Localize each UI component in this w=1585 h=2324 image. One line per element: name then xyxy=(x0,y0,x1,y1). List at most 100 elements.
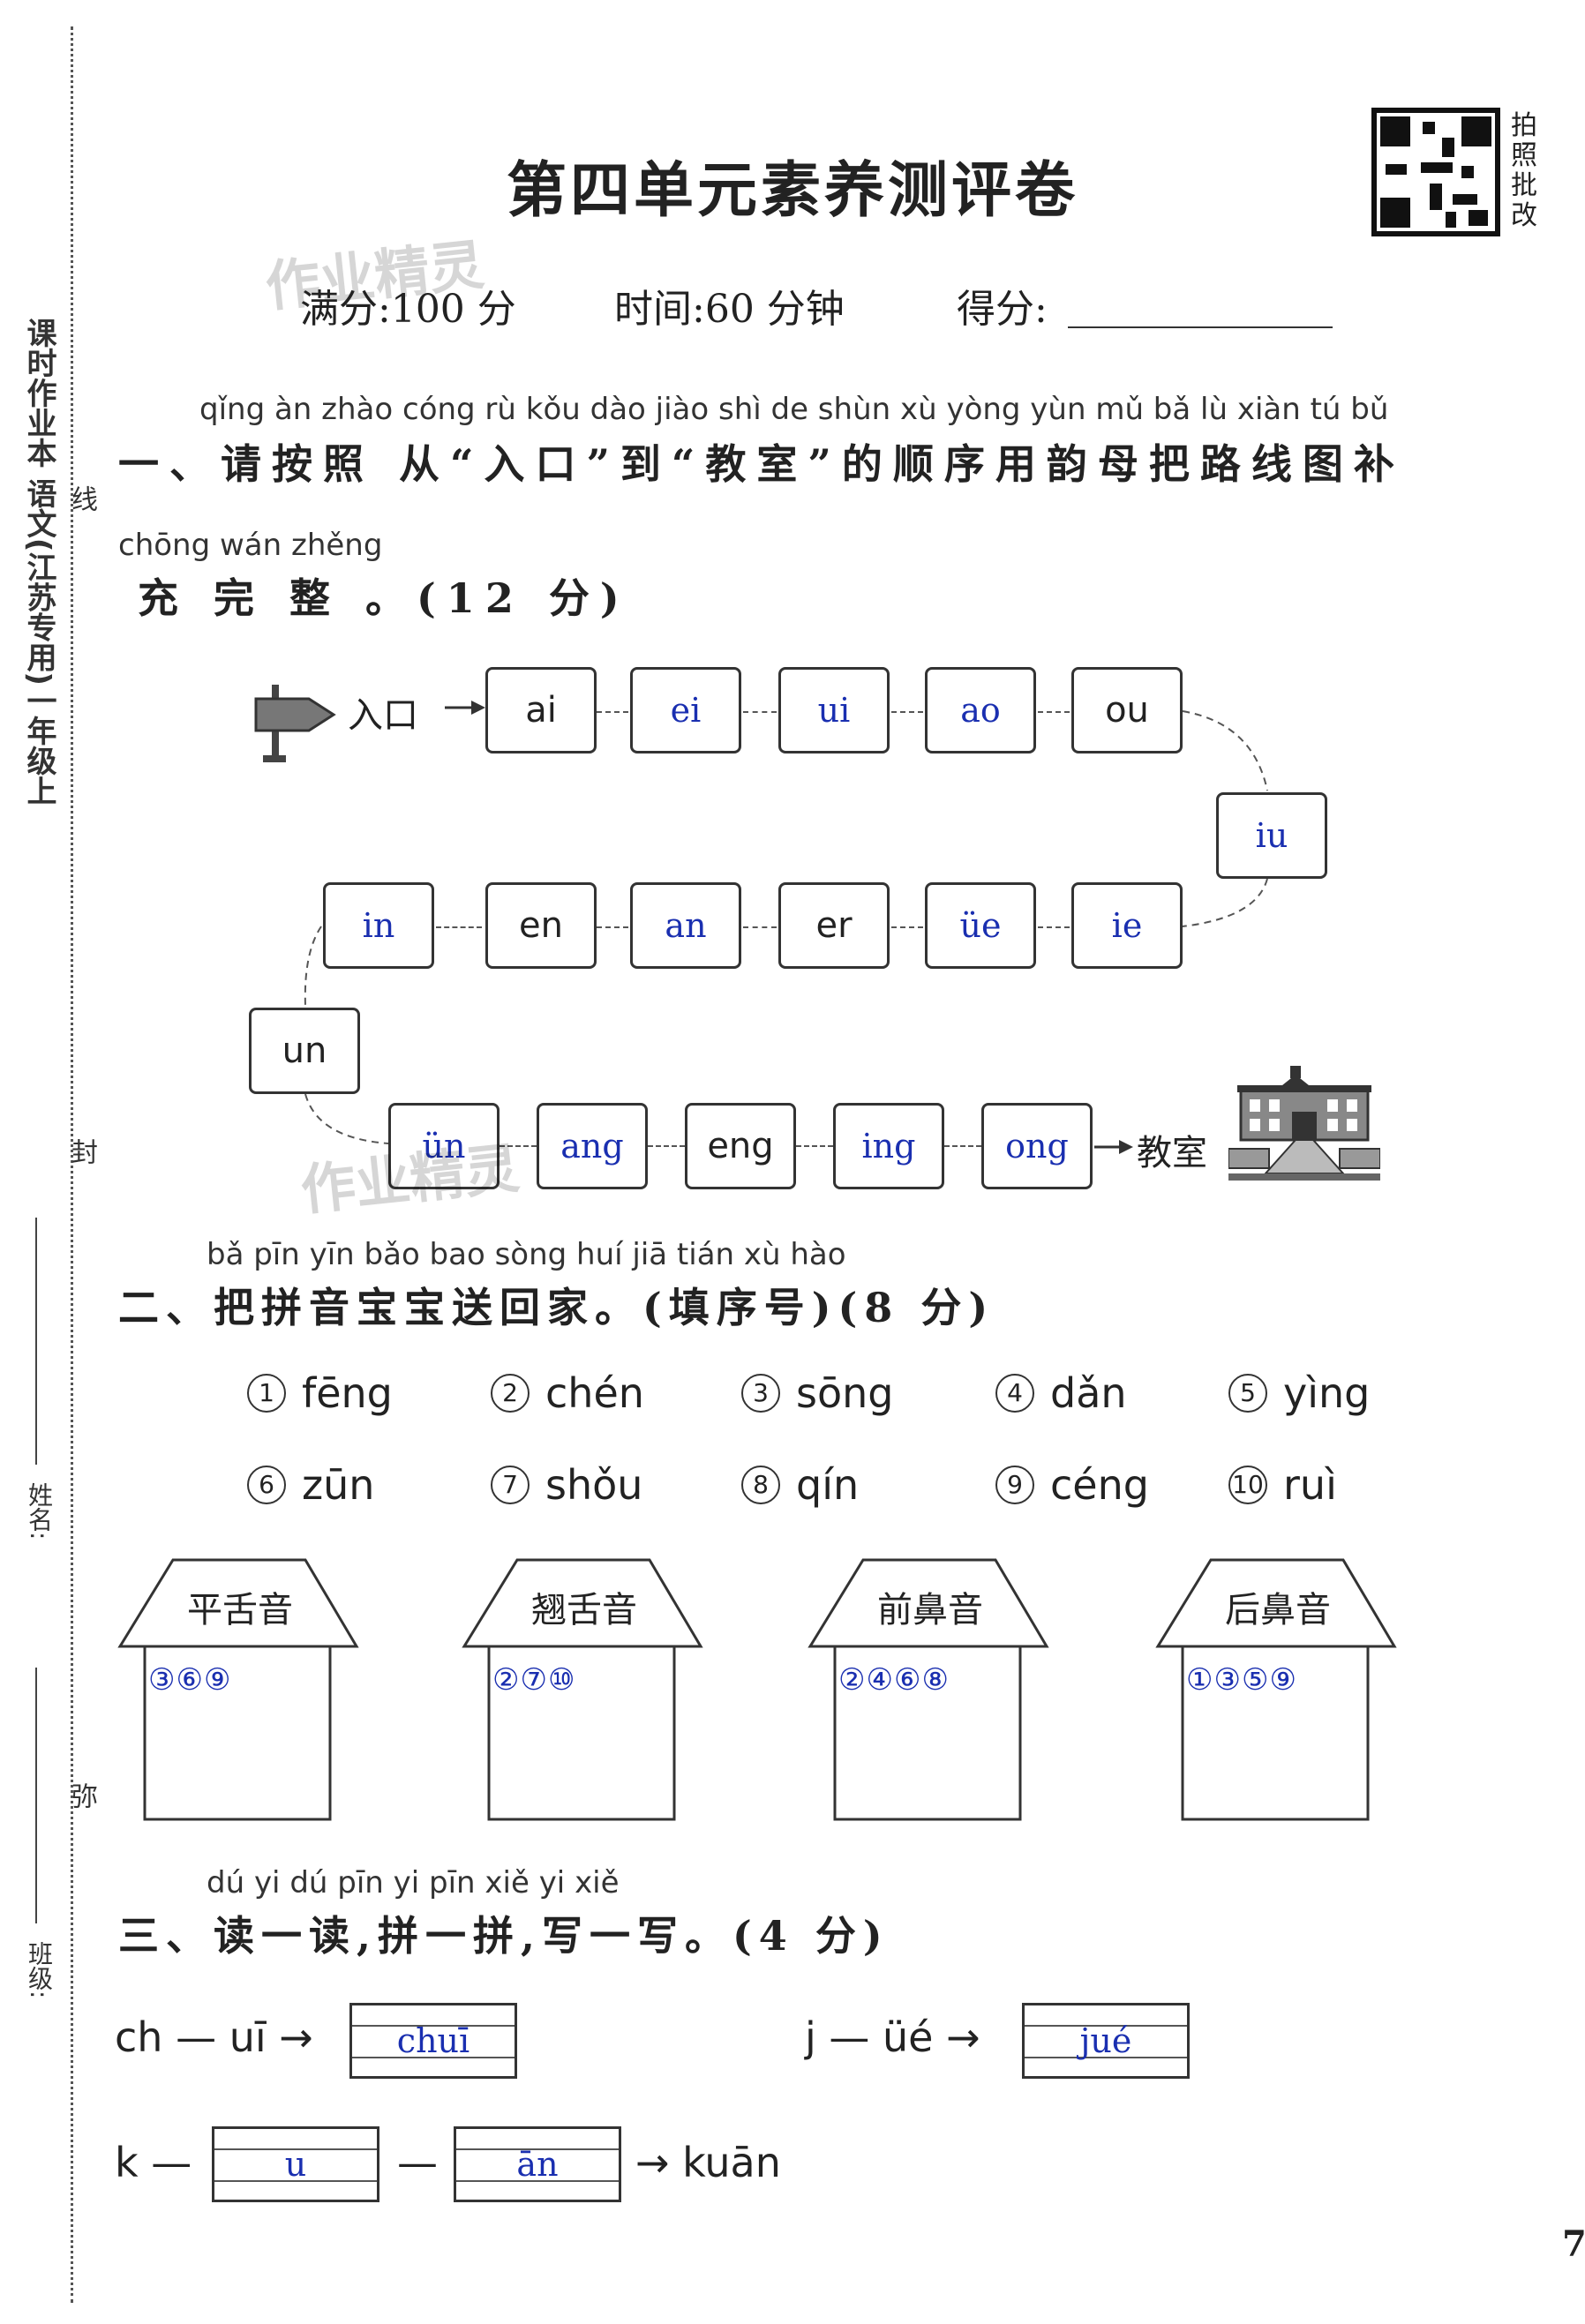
route-curves xyxy=(304,710,1268,1144)
q3-instruction: 三、读一读,拼一拼,写一写。(4 分) xyxy=(118,1912,890,1960)
route-box-vn[interactable]: ün xyxy=(388,1103,500,1189)
item-number: 4 xyxy=(995,1373,1034,1413)
exercise-1-left: ch — uī → xyxy=(115,2013,313,2061)
binding-mark-feng: 封 xyxy=(66,1138,97,1165)
page-title: 第四单元素养测评卷 xyxy=(506,155,1078,226)
score-field[interactable] xyxy=(1068,326,1333,328)
binding-class-label: 班级: xyxy=(25,1941,54,1999)
route-dash xyxy=(597,926,628,928)
route-box-ue[interactable]: üe xyxy=(925,882,1036,969)
exam-time: 时间:60 分钟 xyxy=(614,287,845,332)
route-dash xyxy=(891,926,923,928)
house-outline xyxy=(462,1558,703,1821)
item-number: 10 xyxy=(1228,1465,1267,1504)
exercise-3-end: → kuān xyxy=(635,2139,781,2186)
score-label: 得分: xyxy=(957,287,1048,332)
route-box-ai: ai xyxy=(485,667,597,753)
binding-book-title: 课时作业本 语文(江苏专用)一年级上 xyxy=(21,318,56,806)
exercise-2-left: j — üé → xyxy=(805,2013,980,2061)
binding-name-line[interactable] xyxy=(35,1218,37,1465)
route-box-ou: ou xyxy=(1071,667,1183,753)
signpost-icon xyxy=(254,685,336,762)
qr-code-icon[interactable] xyxy=(1371,108,1500,236)
item-number: 9 xyxy=(995,1465,1034,1504)
route-box-ui[interactable]: ui xyxy=(778,667,890,753)
route-dash xyxy=(648,1145,685,1147)
house-retroflex: 翘舌音 ②⑦⑩ xyxy=(461,1558,708,1823)
house-name: 前鼻音 xyxy=(877,1590,983,1631)
route-dash xyxy=(891,711,923,713)
house-flat-tongue: 平舌音 ③⑥⑨ xyxy=(116,1558,364,1823)
route-dash xyxy=(1038,926,1070,928)
item-number: 1 xyxy=(247,1373,286,1413)
route-dash xyxy=(597,711,628,713)
route-box-ong[interactable]: ong xyxy=(981,1103,1093,1189)
q1-pinyin-line1: qǐng àn zhào cóng rù kǒu dào jiào shì de… xyxy=(199,392,1389,427)
route-box-ie[interactable]: ie xyxy=(1071,882,1183,969)
full-marks: 满分:100 分 xyxy=(300,287,516,332)
exercise-3-box-2[interactable]: ān xyxy=(454,2126,621,2202)
route-dash xyxy=(944,1145,981,1147)
q1-pinyin-line2: chōng wán zhěng xyxy=(118,528,383,563)
route-dash xyxy=(500,1145,537,1147)
item-number: 7 xyxy=(491,1465,530,1504)
qr-label: 拍照批改 xyxy=(1511,110,1537,231)
binding-dotted-line xyxy=(71,26,73,2303)
q3-pinyin-line: dú yi dú pīn yi pīn xiě yi xiě xyxy=(207,1865,620,1900)
route-box-iu[interactable]: iu xyxy=(1216,792,1327,879)
route-dash xyxy=(743,926,777,928)
school-building-icon xyxy=(1228,1066,1380,1181)
page-number: 7 xyxy=(1562,2223,1585,2265)
exercise-3-box-2-answer: ān xyxy=(516,2145,559,2184)
exercise-3-start: k — xyxy=(115,2139,192,2186)
q2-instruction: 二、把拼音宝宝送回家。(填序号)(8 分) xyxy=(118,1284,995,1331)
binding-mark-mi: 弥 xyxy=(66,1782,97,1809)
entrance-arrow-icon xyxy=(445,701,485,715)
route-box-un: un xyxy=(249,1008,360,1094)
route-box-ing[interactable]: ing xyxy=(833,1103,944,1189)
binding-name-label: 姓名: xyxy=(25,1482,54,1541)
house-answer[interactable]: ②⑦⑩ xyxy=(492,1662,576,1698)
item-number: 3 xyxy=(741,1373,780,1413)
exercise-1-answer-box[interactable]: chuī xyxy=(349,2003,517,2079)
house-answer[interactable]: ①③⑤⑨ xyxy=(1186,1662,1297,1698)
exercise-2-answer: jué xyxy=(1079,2021,1132,2060)
exercise-3-box-1[interactable]: u xyxy=(212,2126,379,2202)
house-answer[interactable]: ②④⑥⑧ xyxy=(838,1662,950,1698)
q1-instruction-line2: 充 完 整 。(12 分) xyxy=(138,574,630,622)
exercise-3-box-1-answer: u xyxy=(284,2145,307,2184)
route-dash xyxy=(743,711,777,713)
exercise-1-answer: chuī xyxy=(396,2021,470,2060)
classroom-arrow-icon xyxy=(1094,1140,1133,1154)
route-box-in[interactable]: in xyxy=(323,882,434,969)
exercise-2-answer-box[interactable]: jué xyxy=(1022,2003,1190,2079)
house-outline xyxy=(808,1558,1049,1821)
route-box-ei[interactable]: ei xyxy=(630,667,741,753)
house-answer[interactable]: ③⑥⑨ xyxy=(148,1662,232,1698)
route-box-eng: eng xyxy=(685,1103,796,1189)
house-name: 后鼻音 xyxy=(1225,1590,1331,1631)
route-dash xyxy=(796,1145,833,1147)
exercise-3-dash: — xyxy=(397,2139,438,2186)
route-box-an[interactable]: an xyxy=(630,882,741,969)
house-front-nasal: 前鼻音 ②④⑥⑧ xyxy=(807,1558,1054,1823)
route-box-ao[interactable]: ao xyxy=(925,667,1036,753)
item-number: 2 xyxy=(491,1373,530,1413)
binding-mark-xian: 线 xyxy=(66,485,97,512)
route-dash xyxy=(436,926,482,928)
house-name: 平舌音 xyxy=(187,1590,293,1631)
entrance-label: 入口 xyxy=(348,695,418,736)
house-outline xyxy=(117,1558,359,1821)
binding-class-line[interactable] xyxy=(35,1668,37,1923)
route-box-ang[interactable]: ang xyxy=(537,1103,648,1189)
